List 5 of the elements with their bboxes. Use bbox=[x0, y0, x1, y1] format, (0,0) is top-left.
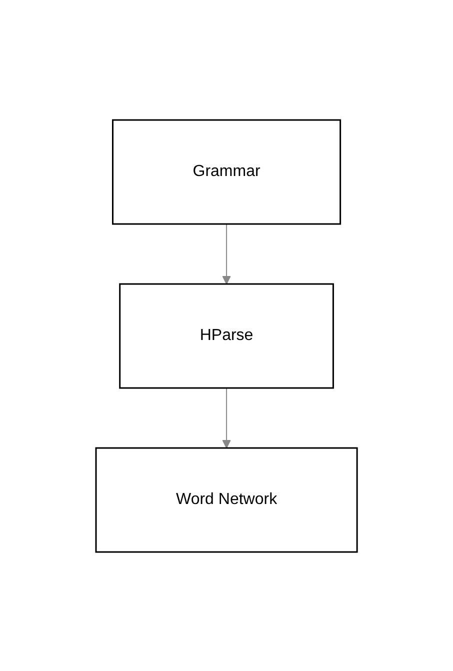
arrow bbox=[222, 223, 231, 284]
node-box: Grammar bbox=[112, 118, 342, 224]
node-box: HParse bbox=[119, 282, 334, 388]
node-box: Word Network bbox=[95, 446, 358, 552]
arrow bbox=[222, 387, 231, 448]
